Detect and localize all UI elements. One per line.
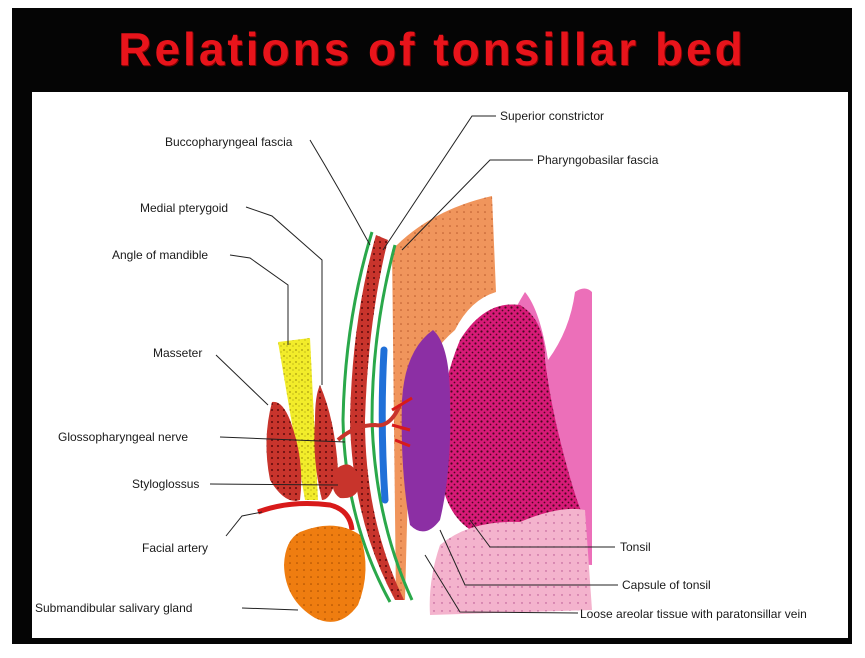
- label-styloglossus: Styloglossus: [132, 477, 199, 491]
- label-glossopharyngeal-nerve: Glossopharyngeal nerve: [58, 430, 188, 444]
- leader-buccopharyngeal-fascia: [310, 140, 370, 245]
- leader-masseter: [216, 355, 268, 405]
- label-submandibular-gland: Submandibular salivary gland: [35, 601, 192, 615]
- submandibular-gland-texture: [284, 526, 366, 622]
- leader-angle-of-mandible: [230, 255, 288, 345]
- leader-submandibular-gland: [242, 608, 298, 610]
- label-masseter: Masseter: [153, 346, 202, 360]
- label-capsule-of-tonsil: Capsule of tonsil: [622, 578, 711, 592]
- facial-artery: [258, 504, 352, 530]
- label-angle-of-mandible: Angle of mandible: [112, 248, 208, 262]
- label-buccopharyngeal-fascia: Buccopharyngeal fascia: [165, 135, 293, 149]
- label-loose-areolar-tissue: Loose areolar tissue with paratonsillar …: [580, 607, 807, 621]
- glossopharyngeal-nerve-course: [338, 405, 400, 440]
- label-superior-constrictor: Superior constrictor: [500, 109, 604, 123]
- label-facial-artery: Facial artery: [142, 541, 208, 555]
- label-pharyngobasilar-fascia: Pharyngobasilar fascia: [537, 153, 659, 167]
- label-tonsil: Tonsil: [620, 540, 651, 554]
- leader-facial-artery: [226, 512, 262, 536]
- label-medial-pterygoid: Medial pterygoid: [140, 201, 228, 215]
